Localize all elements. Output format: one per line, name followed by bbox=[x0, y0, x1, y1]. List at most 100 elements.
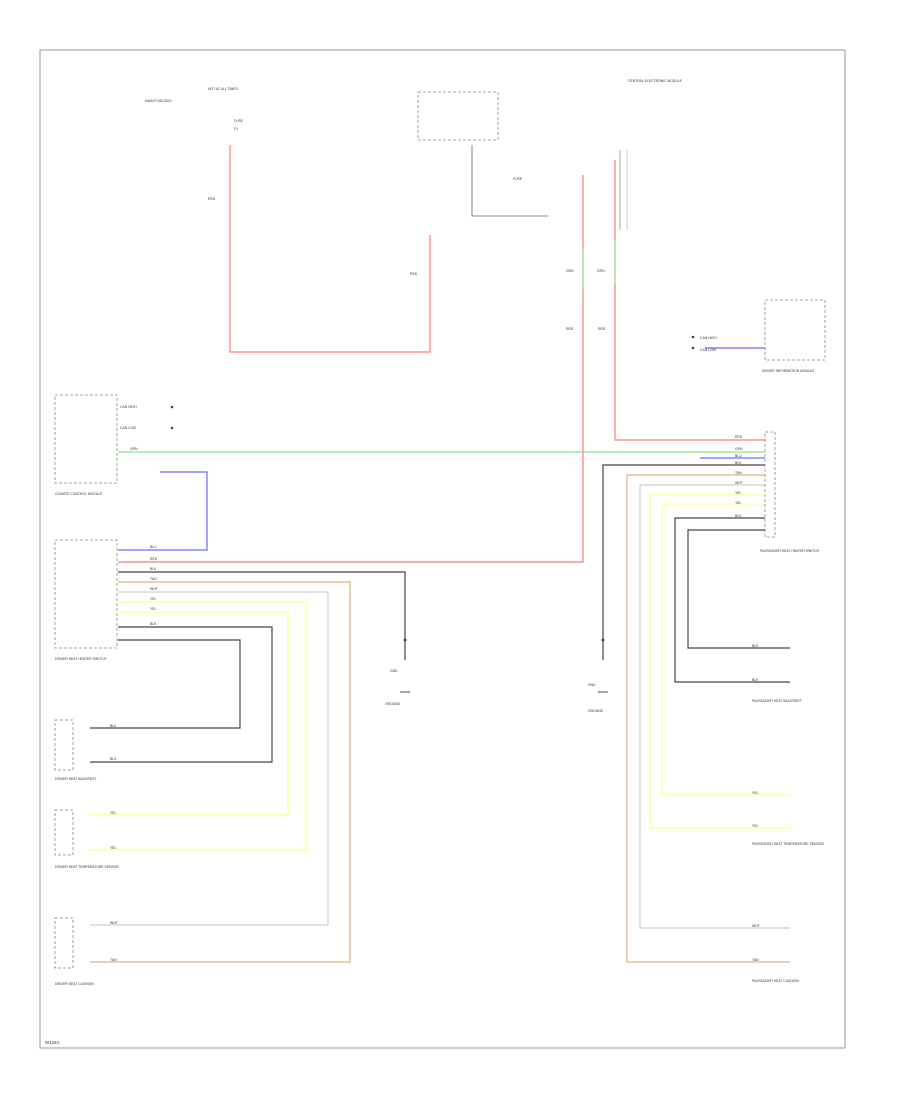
label-red-left-riser: RED bbox=[566, 327, 574, 331]
label-passenger-backrest: PASSENGER SEAT BACKREST bbox=[752, 699, 802, 703]
can-dot-4 bbox=[691, 346, 695, 350]
label-tan-cushion: TAN bbox=[110, 958, 117, 962]
label-wht-right: WHT bbox=[735, 481, 743, 485]
label-passenger-seat-heater: PASSENGER SEAT HEATER SWITCH bbox=[760, 549, 820, 553]
label-fuse-id: F1 bbox=[234, 127, 238, 131]
label-blk-pass-backrest-a: BLK bbox=[752, 644, 759, 648]
label-hot-at-all-times: HOT AT ALL TIMES bbox=[208, 87, 239, 91]
wire-black-passenger-ground bbox=[602, 464, 765, 660]
driver-backrest-box bbox=[54, 719, 74, 771]
label-can-low-left: CAN LOW bbox=[120, 426, 137, 430]
can-dot-2 bbox=[170, 426, 174, 430]
label-grn-left: GRN bbox=[566, 269, 574, 273]
label-fuse: FUSE bbox=[234, 119, 244, 123]
label-yel-pass-sensor-a: YEL bbox=[752, 791, 759, 795]
label-blu-right: BLU bbox=[735, 454, 742, 458]
wire-black-passenger-backrest-a bbox=[674, 517, 790, 683]
label-yel-sensor-b: YEL bbox=[110, 846, 117, 850]
driver-sensor-box bbox=[54, 809, 74, 856]
label-yel-left-a: YEL bbox=[150, 597, 157, 601]
wire-tan-driver-cushion bbox=[90, 581, 351, 963]
driver-switch-box bbox=[54, 539, 118, 649]
label-gnd-right: GND bbox=[588, 683, 596, 687]
diagram-frame bbox=[39, 49, 846, 1049]
wire-yellow-passenger-sensor-b bbox=[661, 504, 790, 796]
label-blk-left-b: BLK bbox=[150, 622, 157, 626]
label-driver-seat-heater: DRIVER SEAT HEATER SWITCH bbox=[55, 657, 107, 661]
label-blk-right: BLK bbox=[735, 461, 742, 465]
wire-tan-passenger-cushion bbox=[626, 474, 790, 963]
label-blk-left: BLK bbox=[150, 567, 157, 571]
passenger-switch-box bbox=[764, 431, 776, 538]
fusebox-top bbox=[417, 91, 499, 141]
label-ground-right: GROUND bbox=[588, 709, 604, 713]
label-red-top: RED bbox=[208, 197, 216, 201]
label-wht-cushion: WHT bbox=[110, 921, 118, 925]
wire-yellow-passenger-sensor-a bbox=[649, 494, 790, 829]
wire-red-fuse-loop bbox=[229, 145, 431, 353]
label-yel-right-a: YEL bbox=[735, 491, 742, 495]
label-grn-right: GRN bbox=[597, 269, 605, 273]
label-wht-pass-cushion: WHT bbox=[752, 924, 760, 928]
label-blu-left: BLU bbox=[150, 545, 157, 549]
label-blk-right-b: BLK bbox=[735, 514, 742, 518]
label-grn-right-h: GRN bbox=[735, 447, 743, 451]
wire-red-driver-feed bbox=[118, 175, 584, 563]
wire-black-driver-backrest-a bbox=[90, 626, 273, 763]
can-dot-3 bbox=[691, 335, 695, 339]
label-yel-pass-sensor-b: YEL bbox=[752, 824, 759, 828]
label-tan-pass-cushion: TAN bbox=[752, 958, 759, 962]
footer-code: W1234 bbox=[45, 1040, 59, 1045]
label-gnd-left: GND bbox=[390, 669, 398, 673]
wire-white-passenger-cushion bbox=[639, 484, 790, 929]
label-climate-control: CLIMATE CONTROL MODULE bbox=[55, 492, 103, 496]
label-fuse-right: FUSE bbox=[513, 177, 523, 181]
climate-control-box bbox=[54, 394, 118, 484]
label-can-low-top: CAN LOW bbox=[700, 348, 717, 352]
label-yel-right-b: YEL bbox=[735, 501, 742, 505]
label-driver-temp-sensor: DRIVER SEAT TEMPERATURE SENSOR bbox=[55, 865, 119, 869]
label-main-fuse-box: MAIN FUSE BOX bbox=[145, 99, 172, 103]
label-can-high-left: CAN HIGH bbox=[120, 405, 137, 409]
label-ground-left: GROUND bbox=[385, 702, 401, 706]
label-can-high-top: CAN HIGH bbox=[700, 336, 717, 340]
connector-dots bbox=[170, 335, 695, 642]
label-driver-info: DRIVER INFORMATION MODULE bbox=[762, 369, 815, 373]
labels: HOT AT ALL TIMES MAIN FUSE BOX FUSE F1 R… bbox=[45, 79, 824, 1045]
label-driver-cushion: DRIVER SEAT CUSHION bbox=[55, 982, 94, 986]
label-blk-pass-backrest-b: BLK bbox=[752, 678, 759, 682]
wire-black-driver-backrest-b bbox=[90, 639, 241, 729]
wire-black-driver-ground bbox=[118, 571, 406, 660]
label-red-left: RED bbox=[150, 557, 158, 561]
label-tan-right: TAN bbox=[735, 471, 742, 475]
wire-blue-climate bbox=[118, 471, 208, 551]
wire-yellow-driver-sensor-a bbox=[90, 601, 308, 851]
label-red-right-riser: RED bbox=[598, 327, 606, 331]
label-cem: CENTRAL ELECTRONIC MODULE bbox=[628, 79, 683, 83]
label-wht-left: WHT bbox=[150, 587, 158, 591]
label-red-right: RED bbox=[735, 435, 743, 439]
driver-cushion-box bbox=[54, 917, 74, 969]
label-yel-left-b: YEL bbox=[150, 607, 157, 611]
components bbox=[54, 91, 826, 969]
wires bbox=[90, 145, 790, 963]
label-grn-can: GRN bbox=[130, 447, 138, 451]
wire-red-passenger-feed bbox=[614, 160, 765, 441]
can-dot-1 bbox=[170, 405, 174, 409]
label-passenger-temp-sensor: PASSENGER SEAT TEMPERATURE SENSOR bbox=[752, 842, 824, 846]
label-red-mid: RED bbox=[410, 272, 418, 276]
label-blk-backrest-b: BLK bbox=[110, 757, 117, 761]
wire-white-driver-cushion bbox=[90, 591, 329, 926]
wire-black-passenger-backrest-b bbox=[687, 529, 790, 649]
label-yel-sensor-a: YEL bbox=[110, 811, 117, 815]
label-tan-left: TAN bbox=[150, 577, 157, 581]
cem-box bbox=[764, 299, 826, 361]
ground-dot-right bbox=[601, 638, 605, 642]
label-driver-backrest: DRIVER SEAT BACKREST bbox=[55, 777, 97, 781]
label-passenger-cushion: PASSENGER SEAT CUSHION bbox=[752, 979, 799, 983]
ground-dot-left bbox=[403, 638, 407, 642]
wire-yellow-driver-sensor-b bbox=[90, 611, 289, 816]
wire-grey-switch-a bbox=[471, 145, 548, 217]
label-blk-backrest-a: BLK bbox=[110, 724, 117, 728]
